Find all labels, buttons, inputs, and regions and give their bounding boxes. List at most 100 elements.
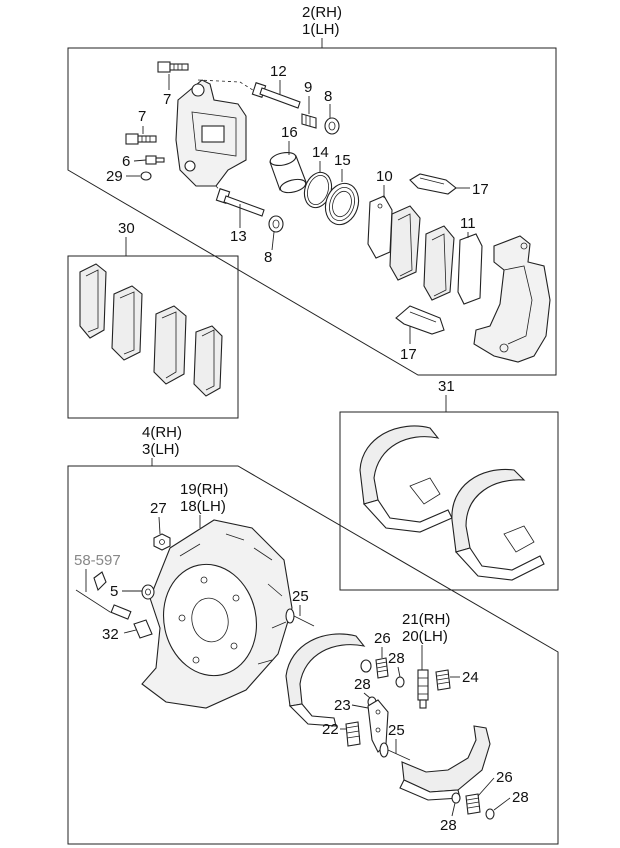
callout-8-lower: 8 xyxy=(264,249,272,266)
bleeder-screw-6 xyxy=(145,155,165,165)
callout-11: 11 xyxy=(460,215,476,232)
callout-17-lower: 17 xyxy=(400,346,417,363)
bushing-8-lower xyxy=(268,215,284,233)
retainer-28-lower-a xyxy=(451,792,461,804)
anti-rattle-clip-17-lower xyxy=(395,305,445,335)
callout-20-lh: 20(LH) xyxy=(402,628,448,645)
front-assembly-lh-label: 1(LH) xyxy=(302,21,340,38)
callout-30: 30 xyxy=(118,220,135,237)
pad-shim-11 xyxy=(457,233,483,305)
bolt-7-lower xyxy=(125,133,157,145)
callout-27: 27 xyxy=(150,500,167,517)
parking-shoe-lower xyxy=(399,725,491,801)
shoe-kit-frame xyxy=(339,411,559,591)
callout-29: 29 xyxy=(106,168,123,185)
pad-shim-10 xyxy=(367,195,393,259)
callout-6: 6 xyxy=(122,153,130,170)
callout-13: 13 xyxy=(230,228,247,245)
callout-17-upper: 17 xyxy=(472,181,489,198)
callout-21-rh: 21(RH) xyxy=(402,611,450,628)
pad-kit-pad-2 xyxy=(111,285,143,361)
cable-clip-32 xyxy=(133,619,153,639)
hold-down-spring-lower xyxy=(465,793,481,815)
washer-5 xyxy=(141,584,155,600)
callout-28-lower-a: 28 xyxy=(440,817,457,834)
retainer-28-lower-b xyxy=(485,808,495,820)
callout-7-upper: 7 xyxy=(163,91,171,108)
callout-8-lower-leader xyxy=(271,231,275,251)
hold-down-spring-upper xyxy=(375,657,389,679)
callout-9: 9 xyxy=(304,79,312,96)
return-spring-22 xyxy=(345,721,361,747)
bolt-7-upper xyxy=(157,61,189,73)
callout-23: 23 xyxy=(334,697,351,714)
callout-25-upper: 25 xyxy=(292,588,309,605)
reference-58-597: 58-597 xyxy=(74,552,121,569)
piston-16 xyxy=(269,151,307,194)
retainer-28-upper-a xyxy=(395,676,405,688)
callout-28-lower-a-leader xyxy=(451,802,456,817)
pin-boot-9 xyxy=(301,113,317,129)
adjuster-spring-24 xyxy=(435,669,451,691)
anti-rattle-clip-17-upper xyxy=(409,173,457,195)
shoe-adjuster xyxy=(417,669,429,709)
front-assembly-rh-label: 2(RH) xyxy=(302,4,342,21)
pad-kit-pad-1 xyxy=(79,263,107,339)
callout-14: 14 xyxy=(312,144,329,161)
callout-26-upper: 26 xyxy=(374,630,391,647)
callout-32-leader xyxy=(123,629,137,634)
callout-32: 32 xyxy=(102,626,119,643)
rear-assembly-lh-label: 3(LH) xyxy=(142,441,180,458)
callout-22: 22 xyxy=(322,721,339,738)
callout-26-lower-leader xyxy=(477,777,495,797)
callout-10: 10 xyxy=(376,168,393,185)
front-caliper-frame xyxy=(67,47,557,376)
callout-28-upper-b-leader xyxy=(363,692,371,699)
callout-28-lower-b: 28 xyxy=(512,789,529,806)
callout-16: 16 xyxy=(281,124,298,141)
pad-kit-pad-4 xyxy=(193,325,223,397)
hold-down-pin-25-lower xyxy=(379,742,411,761)
shoe-kit-shoe-2 xyxy=(451,468,545,581)
pad-kit-pad-3 xyxy=(153,305,187,385)
callout-25-lower: 25 xyxy=(388,722,405,739)
callout-28-upper-a-leader xyxy=(397,666,401,678)
bushing-8-upper xyxy=(324,117,340,135)
callout-15: 15 xyxy=(334,152,351,169)
callout-23-leader xyxy=(351,704,369,709)
callout-28-lower-b-leader xyxy=(493,797,511,811)
rear-assembly-rh-label: 4(RH) xyxy=(142,424,182,441)
callout-26-lower: 26 xyxy=(496,769,513,786)
pad-kit-frame xyxy=(67,255,239,419)
callout-7-lower: 7 xyxy=(138,108,146,125)
callout-28-upper-b: 28 xyxy=(354,676,371,693)
shoe-kit-group: 31 xyxy=(339,378,559,591)
brake-pad-front-inner xyxy=(389,205,421,281)
brake-backing-plate xyxy=(141,519,293,709)
pad-kit-group: 30 xyxy=(67,220,239,419)
front-caliper-group: 2(RH) 1(LH) 7 7 xyxy=(67,4,557,376)
rear-brake-group: 4(RH) 3(LH) 19(RH) 18(LH) 27 58-597 xyxy=(67,424,559,845)
caliper-housing xyxy=(175,79,257,207)
callout-24: 24 xyxy=(462,669,479,686)
spring-cup-26-upper xyxy=(360,659,372,673)
callout-27-leader xyxy=(158,516,161,535)
guide-pin-12 xyxy=(251,82,301,109)
parking-cable-end xyxy=(75,571,132,620)
callout-12: 12 xyxy=(270,63,287,80)
callout-6-leader xyxy=(133,159,147,162)
rear-brake-frame xyxy=(67,465,559,845)
guide-pin-13 xyxy=(215,188,265,217)
bleeder-cap-29 xyxy=(140,171,152,181)
callout-5: 5 xyxy=(110,583,118,600)
shoe-kit-shoe-1 xyxy=(359,425,453,533)
parking-shoe-upper xyxy=(285,633,366,727)
callout-31: 31 xyxy=(438,378,455,395)
callout-28-upper-a: 28 xyxy=(388,650,405,667)
nut-27 xyxy=(153,533,171,551)
dust-boot-15 xyxy=(324,182,360,226)
callout-18-lh: 18(LH) xyxy=(180,498,226,515)
callout-8-upper: 8 xyxy=(324,88,332,105)
brake-pad-front-outer xyxy=(423,225,455,301)
